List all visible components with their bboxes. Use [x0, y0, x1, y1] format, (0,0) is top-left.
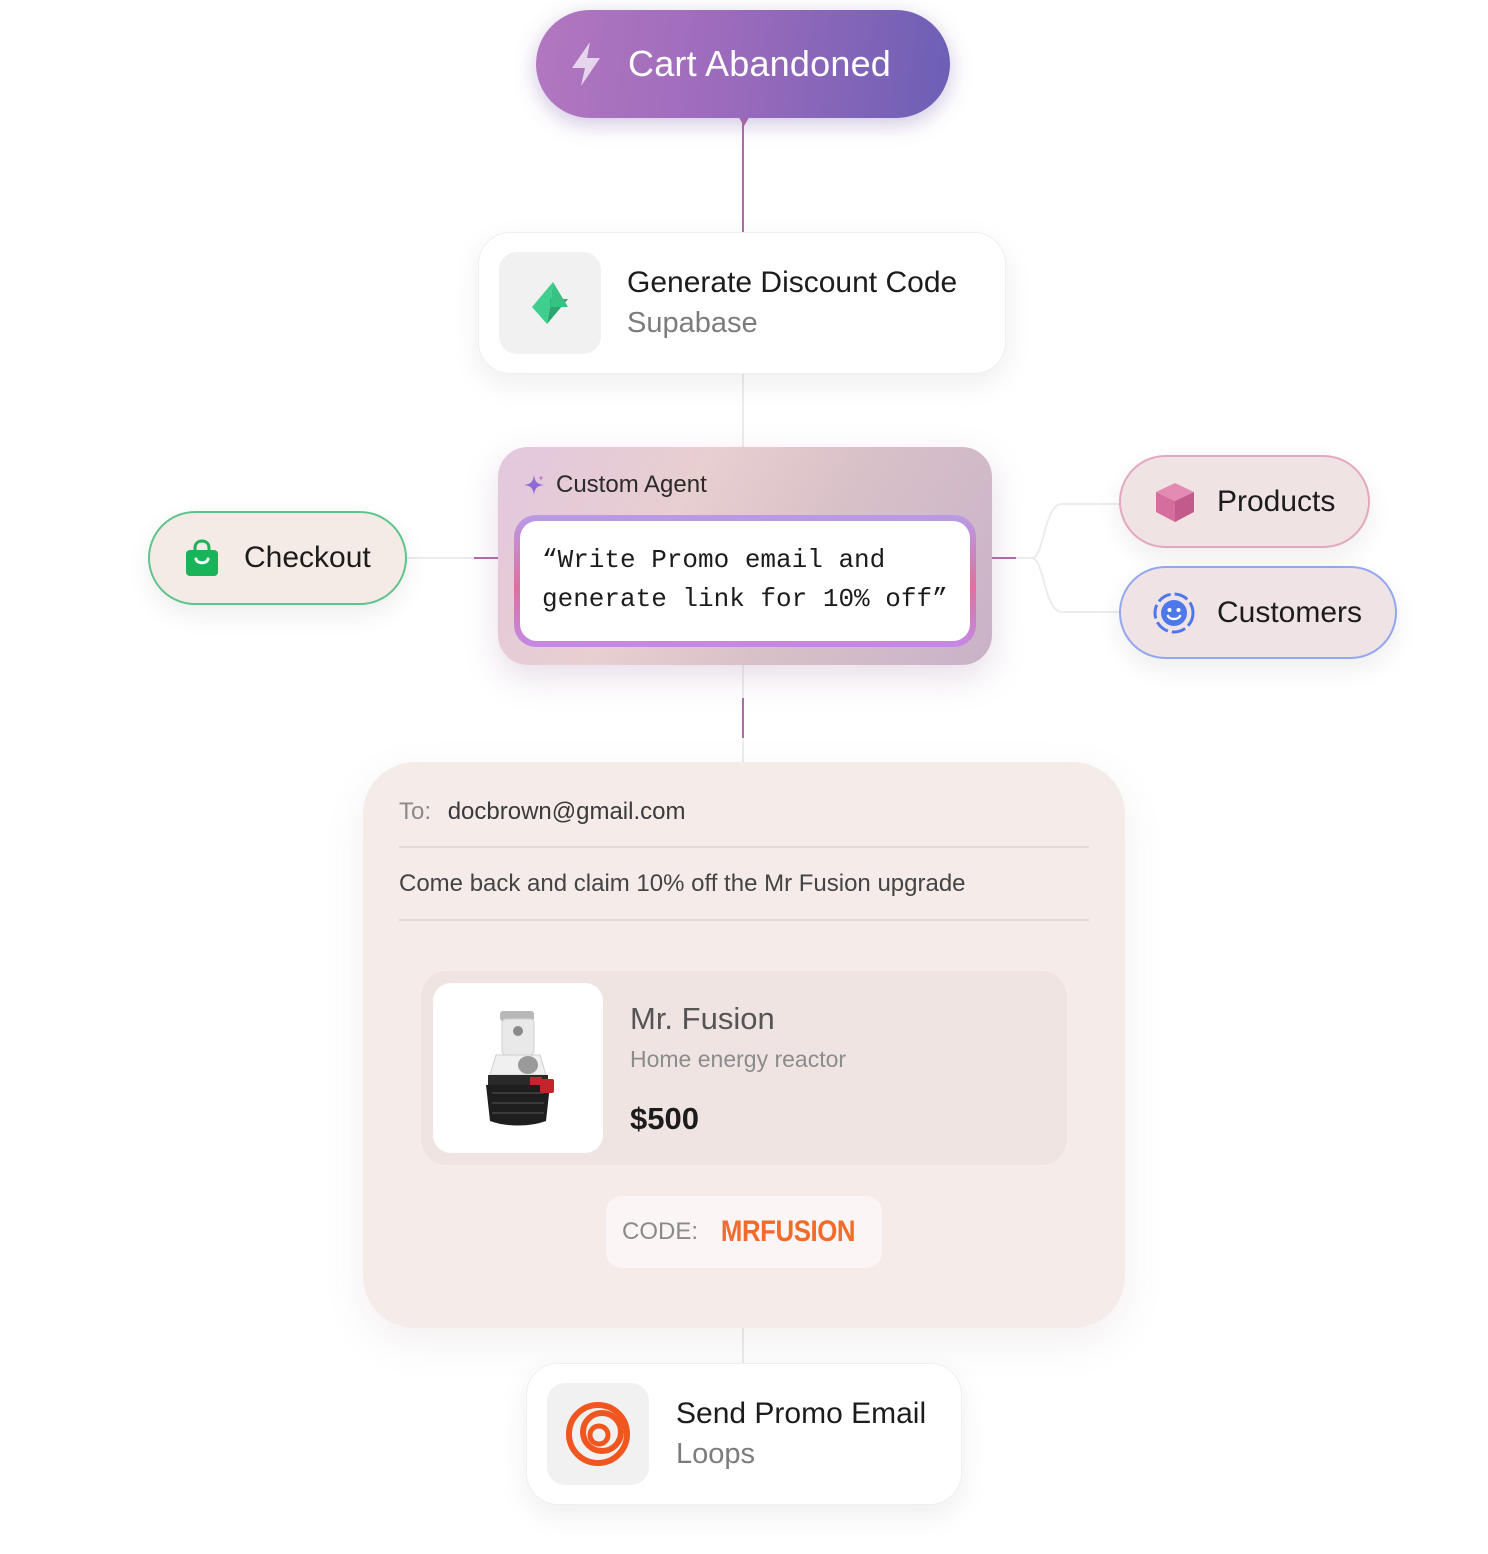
- connector-arrowhead: [738, 116, 750, 126]
- email-recipient: docbrown@gmail.com: [447, 798, 686, 825]
- tool-customers[interactable]: Customers: [1119, 566, 1397, 659]
- email-preview: To: docbrown@gmail.com Come back and cla…: [363, 762, 1125, 1328]
- email-to-label: To:: [399, 798, 432, 825]
- step-generate-discount-code[interactable]: Generate Discount Code Supabase: [478, 232, 1006, 374]
- agent-prompt-line: generate link for 10% off”: [542, 584, 948, 614]
- connector-checkout-accent: [474, 557, 498, 559]
- product-price: $500: [630, 1101, 699, 1136]
- promo-code-value: MRFUSION: [720, 1215, 856, 1248]
- step-title: Generate Discount Code: [627, 265, 958, 299]
- product-card[interactable]: Mr. Fusion Home energy reactor $500: [421, 971, 1067, 1165]
- step-title: Send Promo Email: [676, 1396, 927, 1430]
- tool-checkout[interactable]: Checkout: [148, 511, 407, 605]
- loops-icon: [566, 1402, 630, 1466]
- agent-prompt-line: “Write Promo email and: [542, 545, 886, 575]
- connector-agent-tools-accent: [992, 557, 1016, 559]
- tool-label: Checkout: [244, 541, 371, 574]
- tool-label: Products: [1217, 484, 1336, 518]
- connector-agent-to-email-accent: [742, 698, 744, 738]
- shopping-bag-icon: [186, 539, 218, 576]
- product-name: Mr. Fusion: [630, 1001, 775, 1036]
- trigger-cart-abandoned[interactable]: Cart Abandoned: [536, 10, 950, 118]
- agent-prompt-frame: “Write Promo email and generate link for…: [514, 515, 976, 647]
- step-service: Loops: [676, 1437, 756, 1470]
- box-icon: [1156, 482, 1194, 522]
- step-icon-container: [547, 1383, 649, 1485]
- connector-trigger-to-discount: [742, 118, 744, 232]
- step-send-promo-email[interactable]: Send Promo Email Loops: [526, 1363, 962, 1505]
- lightning-icon: [572, 42, 600, 86]
- trigger-label: Cart Abandoned: [628, 43, 892, 84]
- connector-agent-to-tools: [1016, 503, 1120, 613]
- step-service: Supabase: [627, 306, 758, 339]
- tool-products[interactable]: Products: [1119, 455, 1370, 548]
- tool-label: Customers: [1217, 595, 1363, 629]
- agent-prompt[interactable]: “Write Promo email and generate link for…: [520, 521, 970, 641]
- promo-code-box[interactable]: CODE: MRFUSION: [606, 1196, 882, 1268]
- connector-email-to-send: [742, 1328, 744, 1363]
- divider: [399, 846, 1089, 848]
- mr-fusion-image: [486, 1011, 554, 1126]
- divider: [399, 919, 1089, 921]
- email-to-row: To: docbrown@gmail.com: [399, 798, 685, 826]
- step-icon-container: [499, 252, 601, 354]
- sparkle-icon: [524, 475, 544, 495]
- connector-checkout-to-agent: [407, 557, 498, 559]
- promo-code-label: CODE:: [621, 1218, 698, 1245]
- smiley-icon: [1153, 592, 1195, 633]
- product-image: [433, 983, 603, 1153]
- custom-agent-block[interactable]: Custom Agent “Write Promo email and gene…: [498, 447, 992, 665]
- supabase-icon: [532, 282, 568, 324]
- email-subject: Come back and claim 10% off the Mr Fusio…: [399, 870, 966, 897]
- connector-discount-to-agent: [742, 374, 744, 447]
- agent-label: Custom Agent: [556, 471, 707, 498]
- product-description: Home energy reactor: [630, 1046, 847, 1072]
